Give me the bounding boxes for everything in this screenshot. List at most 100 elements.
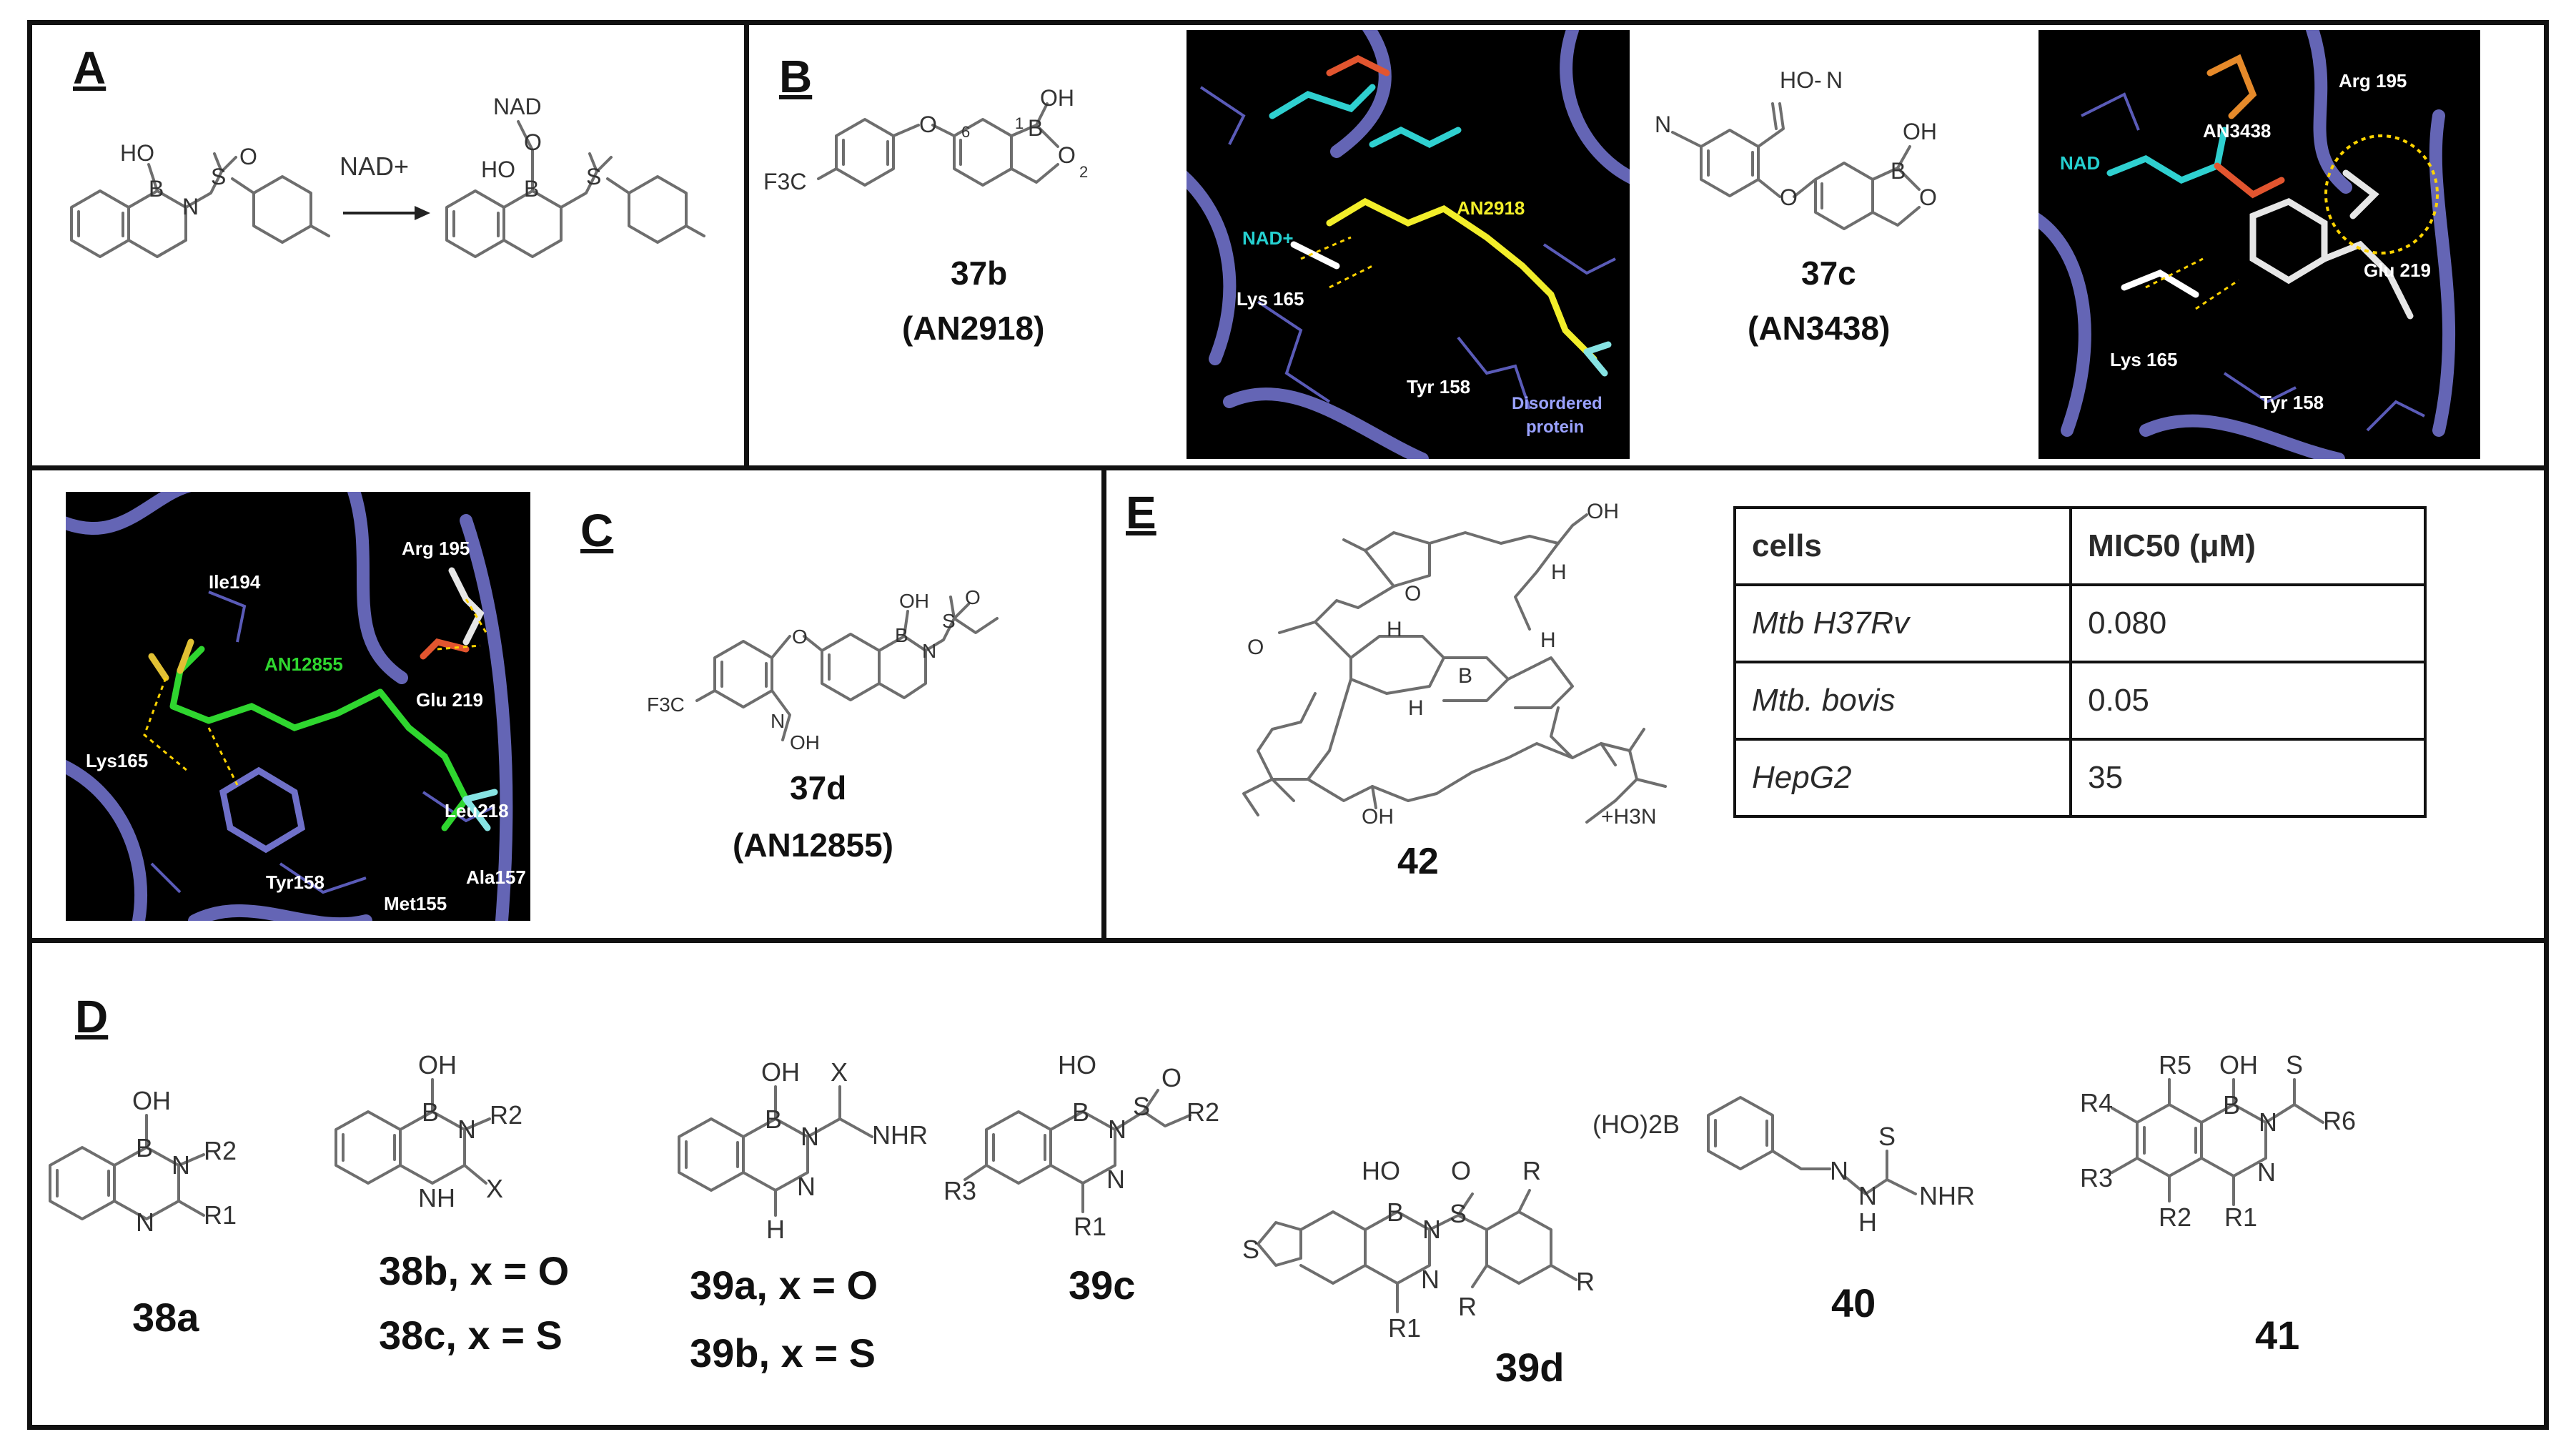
img3-leu218: Leu218 (445, 800, 509, 821)
cmpd-41-number: 41 (2255, 1313, 2300, 1358)
39d-s: S (1450, 1199, 1467, 1228)
37b-b: B (1028, 115, 1043, 141)
37d-oh: OH (899, 590, 929, 612)
cmpd-39c-structure: HO B N N S O R2 R3 R1 (943, 1050, 1219, 1241)
41-s: S (2286, 1050, 2303, 1080)
39c-r2: R2 (1187, 1097, 1219, 1127)
42-b: B (1458, 664, 1472, 688)
42-o-furan: O (1405, 582, 1421, 606)
cmpd-42-structure: OH B H H H H O O OH +H3N (1242, 500, 1667, 829)
38b-n: N (457, 1115, 476, 1144)
panel-c-letter: C (580, 505, 614, 556)
40-s: S (1878, 1122, 1896, 1151)
cmpd-37c-number: 37c (1801, 255, 1856, 292)
cmpd-37d-code: (AN12855) (733, 826, 893, 864)
cmpd-38a-structure: OH B N N R2 R1 (49, 1086, 237, 1237)
39c-s: S (1133, 1092, 1150, 1121)
37b-o-ring: O (1058, 142, 1076, 168)
39d-r-right: R (1576, 1267, 1595, 1296)
39a-x: X (831, 1057, 848, 1087)
docking-image-37b: NAD+ AN2918 Lys 165 Tyr 158 Disordered p… (1187, 30, 1630, 459)
img2-an3438: AN3438 (2203, 120, 2271, 142)
38b-oh: OH (418, 1050, 457, 1080)
img1-lys: Lys 165 (1237, 288, 1304, 310)
39c-ho: HO (1058, 1050, 1096, 1080)
reaction-arrow: NAD+ (340, 152, 430, 220)
38a-r1: R1 (204, 1200, 237, 1230)
cmpd-39b-number: 39b, x = S (690, 1330, 876, 1376)
37c-b: B (1891, 158, 1906, 184)
37b-oh: OH (1040, 85, 1074, 111)
cmpd-37d-number: 37d (790, 769, 847, 806)
37b-pos-2: 2 (1079, 163, 1088, 181)
table-cell-strain: HepG2 (1733, 738, 2073, 818)
42-oh-bottom: OH (1362, 805, 1394, 829)
product-ho-label: HO (481, 157, 515, 182)
panel-a-reaction-structure: HO B N S O NAD+ NAD O HO B S (70, 94, 705, 258)
38a-n1: N (172, 1150, 190, 1180)
41-n1: N (2259, 1107, 2277, 1137)
cmpd-37b-code: (AN2918) (902, 310, 1045, 347)
reactant-molecule: HO B N S O (70, 140, 330, 258)
38b-x: X (486, 1174, 503, 1203)
reactant-ho-label: HO (120, 140, 154, 166)
reactant-b-label: B (149, 176, 164, 202)
img2-nad: NAD (2060, 152, 2100, 174)
cmpd-42-number: 42 (1397, 841, 1439, 882)
table-cell-mic50: 0.05 (2069, 661, 2427, 741)
37d-cf3: F3C (647, 693, 685, 716)
37d-b: B (895, 624, 908, 646)
37d-o-ether: O (792, 626, 808, 648)
img1-protein: protein (1526, 418, 1584, 437)
40-nhr: NHR (1919, 1181, 1975, 1210)
table-header-cell: cells (1733, 506, 2073, 586)
37c-oxime-dash: - (1814, 67, 1822, 93)
img3-lys165: Lys165 (86, 750, 148, 771)
41-r3: R3 (2080, 1163, 2113, 1192)
img1-nad: NAD+ (1242, 227, 1294, 249)
table-cell-mic50: 0.080 (2069, 583, 2427, 663)
cmpd-41-structure: R5 OH B N N S R6 R4 R3 R2 R1 (2080, 1050, 2356, 1232)
cmpd-38b-number: 38b, x = O (379, 1248, 570, 1293)
img3-ala157: Ala157 (466, 866, 526, 888)
img1-tyr: Tyr 158 (1407, 376, 1470, 397)
img2-glu: Glu 219 (2364, 260, 2431, 281)
panel-d-letter: D (75, 991, 109, 1042)
reactant-o-label: O (239, 144, 257, 169)
cmpd-37d-structure: OH B N S O O F3C N OH (647, 586, 999, 754)
cmpd-39d-structure: S HO B N N S O R R R R1 (1242, 1156, 1595, 1343)
reactant-s-label: S (211, 164, 226, 189)
37c-oxime-ho: HO (1780, 67, 1814, 93)
41-r4: R4 (2080, 1088, 2113, 1117)
cmpd-37b-number: 37b (951, 255, 1008, 292)
img2-arg: Arg 195 (2339, 70, 2407, 92)
40-n1: N (1830, 1156, 1848, 1185)
panel-a-letter: A (73, 42, 106, 94)
cmpd-37c-code: (AN3438) (1748, 310, 1891, 347)
39a-n1: N (801, 1122, 819, 1151)
40-n2: N (1858, 1181, 1877, 1210)
img3-tyr158: Tyr158 (266, 871, 325, 893)
table-header-cell: MIC50 (μM) (2069, 506, 2427, 586)
cmpd-39a-structure: OH B N N X NHR H (678, 1057, 928, 1244)
37d-n: N (922, 640, 936, 662)
37c-o-ring: O (1919, 184, 1937, 210)
cmpd-39a-number: 39a, x = O (690, 1263, 878, 1308)
39d-b: B (1387, 1197, 1404, 1227)
41-oh: OH (2219, 1050, 2258, 1080)
37b-cf3: F3C (763, 169, 806, 194)
39d-thiophene-s: S (1242, 1235, 1259, 1264)
41-r6: R6 (2323, 1106, 2356, 1135)
39c-o: O (1161, 1063, 1182, 1092)
cmpd-39c-number: 39c (1069, 1263, 1136, 1308)
42-h1: H (1387, 618, 1402, 641)
38b-b: B (422, 1097, 439, 1127)
42-h2: H (1540, 628, 1556, 652)
41-r5: R5 (2159, 1050, 2191, 1080)
37d-oxime-oh: OH (790, 731, 820, 754)
table-cell-strain: Mtb H37Rv (1733, 583, 2073, 663)
